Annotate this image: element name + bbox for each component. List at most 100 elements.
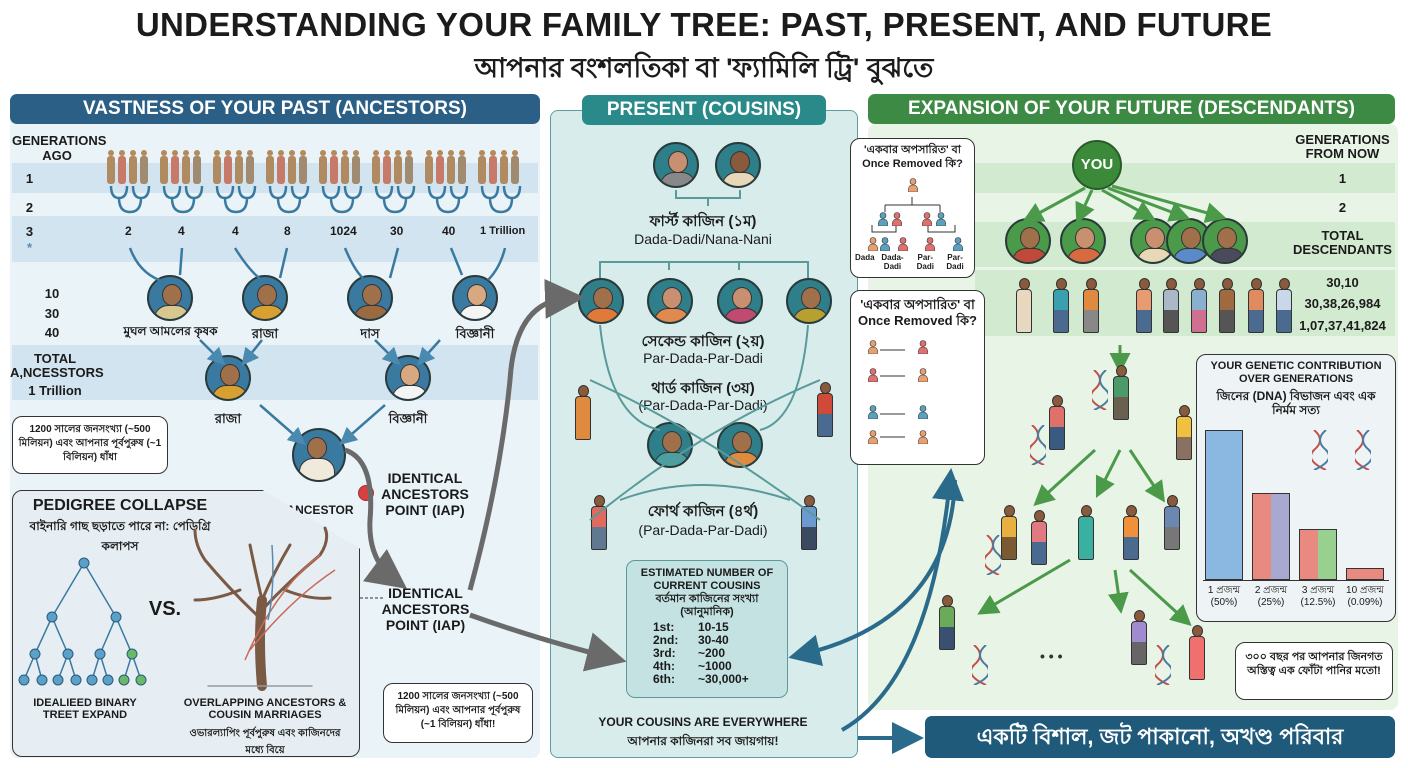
cousins-everywhere: YOUR COUSINS ARE EVERYWHERE: [598, 715, 808, 729]
fork-connector: [107, 185, 155, 216]
estimate-row: 2nd: 30-40: [631, 634, 783, 647]
farmer-portrait: [147, 275, 193, 321]
once-removed-bubble-1: 'একবার অপসারিত' বা Once Removed কি? Dada…: [850, 138, 975, 278]
gen-row: 30: [44, 306, 60, 321]
descendant-figure: [1130, 610, 1152, 700]
descendant-figure: [1077, 505, 1099, 585]
bottom-banner: একটি বিশাল, জট পাকানো, অখণ্ড পরিবার: [925, 716, 1395, 758]
bar-gen: 10 প্রজন্ম: [1346, 585, 1384, 596]
dna-icon: [1090, 369, 1110, 415]
scientist-label: বিজ্ঞানী: [455, 326, 495, 341]
fork-connector: [425, 185, 473, 216]
overlap-tree-caption: OVERLAPPING ANCESTORS & COUSIN MARRIAGES: [183, 697, 347, 721]
ancestor-figure: [330, 150, 338, 184]
estimate-row: 4th:~1000: [631, 660, 783, 673]
king-portrait: [205, 355, 251, 401]
population-note: 1200 সালের জনসংখ্যা (~500 মিলিয়ন) এবং আ…: [383, 683, 533, 743]
grandchild-figure: [1190, 278, 1207, 333]
ancestor-figure: [107, 150, 115, 184]
ancestor-count: 4: [178, 224, 185, 238]
grandchild-figure: [1218, 278, 1235, 333]
iap-label: IDENTICAL ANCESTORS POINT (IAP): [381, 585, 470, 633]
dna-icon: [1353, 429, 1373, 475]
cousin-avatar: [786, 278, 832, 324]
ancestor-count: 4: [232, 224, 239, 238]
first-cousin-sub: Dada-Dadi/Nana-Nani: [634, 231, 772, 247]
estimate-value: 10-15: [698, 620, 729, 634]
person-icon: [917, 430, 929, 445]
ancestor-count: 40: [442, 224, 456, 238]
ancestor-figure: [383, 150, 391, 184]
cousin-avatar: [647, 278, 693, 324]
cousin-avatar: [578, 278, 624, 324]
water-drop-bubble: ৩০০ বছর পর আপনার জিনগত অস্তিত্ব এক ফোঁটা…: [1235, 642, 1393, 700]
person-icon: [867, 368, 879, 383]
scientist-portrait: [385, 355, 431, 401]
cousin-avatar: [717, 278, 763, 324]
grandchild-figure: [1015, 278, 1032, 333]
descendant-figure: [1188, 625, 1210, 715]
slave-label: দাস: [360, 326, 380, 341]
ancestor-count: 2: [125, 224, 132, 238]
gen-from-now-header: GENERATIONS FROM NOW: [1295, 132, 1390, 161]
bar-pct: (0.09%): [1347, 597, 1383, 608]
gen-ago-header: GENERATIONS AGO: [12, 133, 107, 163]
child-avatar: [1005, 218, 1051, 264]
bar-baseline: [1203, 580, 1389, 581]
person-icon: [867, 405, 879, 420]
dna-icon: [970, 644, 990, 690]
population-bubble: 1200 সালের জনসংখ্যা (~500 মিলিয়ন) এবং আ…: [12, 416, 168, 474]
ancestor-figure: [489, 150, 497, 184]
fork-connector: [213, 185, 261, 216]
gen-row: 1: [1338, 171, 1347, 186]
dna-icon: [1310, 429, 1330, 475]
ancestor-figure: [182, 150, 190, 184]
estimate-value: ~200: [698, 646, 726, 660]
ancestor-figure: [246, 150, 254, 184]
tree-label: Par-Dadi: [946, 253, 964, 271]
genetic-bar-label: 1 প্রজন্ম(50%): [1199, 585, 1249, 609]
bar-pct: (50%): [1210, 597, 1238, 608]
estimate-key: 2nd:: [653, 633, 679, 647]
vs-label: VS.: [148, 598, 182, 620]
estimate-row: 1st: 10-15: [631, 621, 783, 634]
estimate-value: 30-40: [698, 633, 729, 647]
pedigree-subtitle: বাইনারি গাছ ছড়াতে পারে না: পেডিগ্রি কলা…: [29, 519, 211, 553]
estimate-title: ESTIMATED NUMBER OF CURRENT COUSINS: [640, 567, 774, 592]
estimate-row: 3rd:~200: [631, 647, 783, 660]
ancestor-figure: [277, 150, 285, 184]
descendant-total: 1,07,37,41,824: [1299, 318, 1386, 333]
slave-portrait: [347, 275, 393, 321]
ancestor-count: 1024: [330, 224, 357, 238]
gen-row: 10: [44, 286, 60, 301]
farmer-label: মুঘল আমলের কৃষক: [123, 324, 218, 338]
ancestor-count: 1 Trillion: [480, 225, 526, 237]
second-cousin-sub: Par-Dada-Par-Dadi: [643, 350, 763, 366]
ancestor-label: ANCESTOR: [286, 503, 354, 517]
ancestor-figure: [171, 150, 179, 184]
pedigree-title: PEDIGREE COLLAPSE: [32, 497, 208, 514]
genetic-title: YOUR GENETIC CONTRIBUTION OVER GENERATIO…: [1210, 360, 1382, 385]
you-node: YOU: [1072, 140, 1122, 190]
genetic-bar-label: 3 প্রজন্ম(12.5%): [1293, 585, 1343, 609]
ancestor-figure: [341, 150, 349, 184]
fourth-cousin-sub: (Par-Dada-Par-Dadi): [638, 522, 768, 538]
descendant-figure: [1030, 510, 1052, 590]
person-icon: [907, 178, 919, 193]
once-removed-title: 'একবার অপসারিত' বা Once Removed কি?: [862, 144, 963, 170]
genetic-bar: [1299, 529, 1337, 580]
person-icon: [935, 212, 947, 227]
bar-gen: 1 প্রজন্ম: [1207, 585, 1241, 596]
cousins-everywhere-bn: আপনার কাজিনরা সব জায়গায়!: [627, 734, 779, 748]
genetic-bar: [1346, 568, 1384, 580]
fork-connector: [266, 185, 314, 216]
gen-row: 3: [25, 224, 34, 239]
ancestor-figure: [511, 150, 519, 184]
person-icon: [867, 430, 879, 445]
genetic-bar: [1252, 492, 1290, 580]
ancestor-figure: [224, 150, 232, 184]
ancestor-figure: [478, 150, 486, 184]
grandchild-figure: [1082, 278, 1099, 333]
estimate-key: 1st:: [653, 620, 675, 634]
person-icon: [877, 212, 889, 227]
